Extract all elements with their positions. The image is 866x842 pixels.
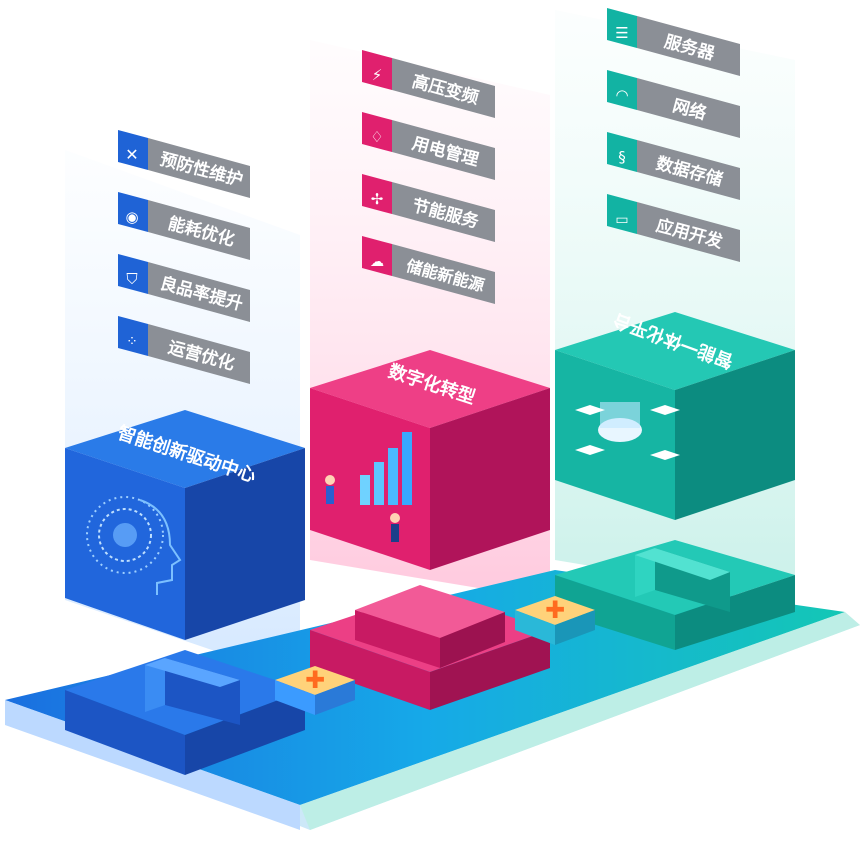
location-pin-icon: ◉	[125, 208, 138, 226]
storage-icon: §	[618, 148, 626, 166]
svg-text:✚: ✚	[305, 666, 325, 694]
cloud-upload-icon: ☁	[370, 254, 384, 270]
wifi-icon: ◠	[615, 86, 628, 104]
server-icon: ☰	[615, 24, 628, 42]
label-right-1: ◠ 网络	[607, 70, 740, 138]
base-letter-i	[145, 658, 240, 725]
power-tower-icon: ⚡	[372, 66, 383, 84]
cube-right	[555, 312, 795, 520]
monitor-code-icon: ▭	[615, 212, 628, 228]
plus-block-left: ✚	[275, 666, 355, 715]
svg-text:✚: ✚	[545, 596, 565, 624]
droplet-icon: ♢	[370, 128, 383, 146]
cube-left	[65, 410, 305, 640]
shield-check-icon: ⛉	[126, 270, 137, 288]
cloud-servers-icon	[575, 402, 680, 460]
brain-head-icon	[86, 496, 182, 595]
loading-dots-icon: ⁘	[126, 334, 138, 350]
cube-middle	[310, 350, 550, 570]
wrench-icon: ✕	[125, 145, 138, 164]
fan-icon: ✢	[371, 190, 384, 208]
team-chart-icon	[325, 432, 412, 542]
base-letter-t	[635, 548, 730, 612]
plus-block-right: ✚	[515, 596, 595, 645]
base-letter-n	[355, 585, 505, 668]
label-left-0: ✕ 预防性维护	[118, 130, 250, 198]
